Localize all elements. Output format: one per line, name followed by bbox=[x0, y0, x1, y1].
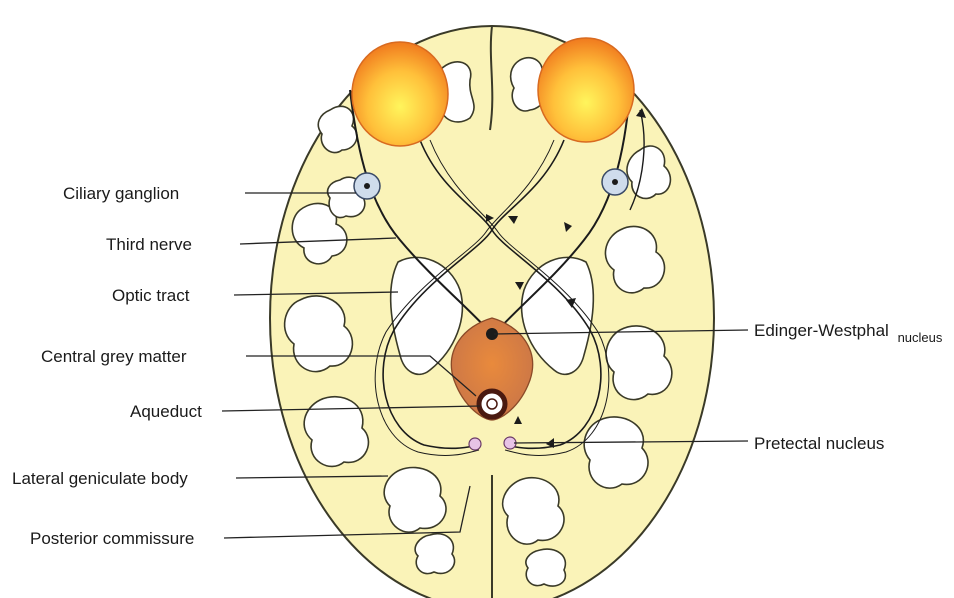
left-pretectal-nucleus bbox=[469, 438, 481, 450]
left-eye bbox=[352, 42, 448, 146]
label-aqueduct: Aqueduct bbox=[130, 402, 202, 421]
label-optic-tract: Optic tract bbox=[112, 286, 190, 305]
aqueduct bbox=[479, 391, 505, 417]
right-eye bbox=[538, 38, 634, 142]
label-ciliary-ganglion: Ciliary ganglion bbox=[63, 184, 179, 203]
label-edinger-westphal-main: Edinger-Westphal bbox=[754, 321, 889, 340]
label-edinger-westphal-small: nucleus bbox=[898, 330, 943, 345]
label-pretectal-nucleus: Pretectal nucleus bbox=[754, 434, 884, 453]
label-edinger-westphal-nucleus: Edinger-Westphal nucleus bbox=[754, 321, 943, 345]
label-lateral-geniculate-body: Lateral geniculate body bbox=[12, 469, 188, 488]
label-central-grey-matter: Central grey matter bbox=[41, 347, 187, 366]
label-posterior-commissure: Posterior commissure bbox=[30, 529, 194, 548]
label-third-nerve: Third nerve bbox=[106, 235, 192, 254]
